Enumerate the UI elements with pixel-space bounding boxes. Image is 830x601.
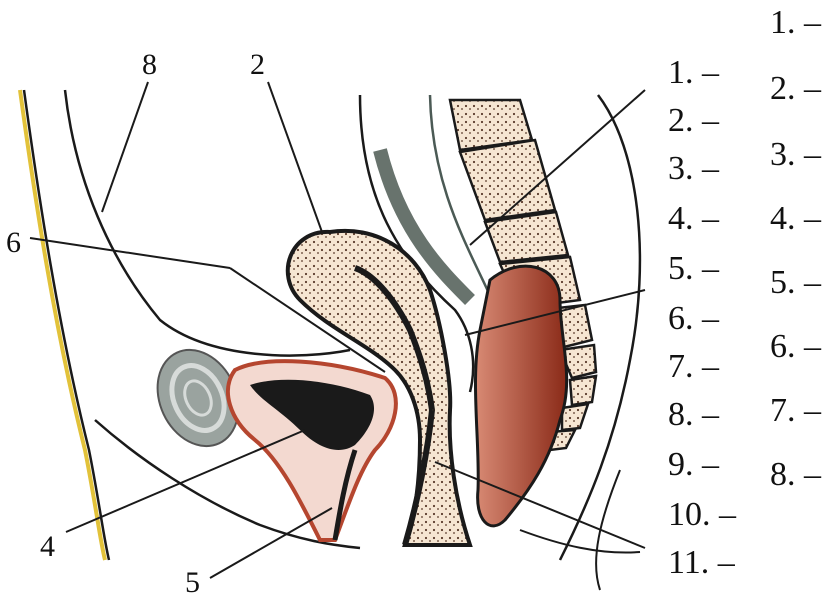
- legend-mid-2: 2. –: [668, 104, 719, 138]
- legend-mid-3: 3. –: [668, 152, 719, 186]
- legend-right-7: 7. –: [770, 394, 821, 428]
- label-6: 6: [6, 228, 21, 258]
- legend-right-4: 4. –: [770, 202, 821, 236]
- rectum: [475, 266, 566, 526]
- label-4: 4: [40, 532, 55, 562]
- legend-mid-8: 8. –: [668, 398, 719, 432]
- label-2: 2: [250, 50, 265, 80]
- legend-mid-4: 4. –: [668, 202, 719, 236]
- anterior-abdominal-wall-inner: [24, 90, 109, 560]
- peritoneum-line: [65, 90, 350, 356]
- legend-right-6: 6. –: [770, 330, 821, 364]
- legend-right-3: 3. –: [770, 138, 821, 172]
- legend-mid-10: 10. –: [668, 498, 736, 532]
- legend-right-1: 1. –: [770, 6, 821, 40]
- legend-right-8: 8. –: [770, 458, 821, 492]
- legend-mid-6: 6. –: [668, 302, 719, 336]
- legend-mid-7: 7. –: [668, 350, 719, 384]
- legend-right-5: 5. –: [770, 266, 821, 300]
- label-5: 5: [185, 568, 200, 598]
- legend-mid-11: 11. –: [668, 546, 735, 580]
- legend-right-2: 2. –: [770, 72, 821, 106]
- legend-mid-5: 5. –: [668, 252, 719, 286]
- label-8: 8: [142, 50, 157, 80]
- legend-mid-9: 9. –: [668, 448, 719, 482]
- legend-mid-1: 1. –: [668, 56, 719, 90]
